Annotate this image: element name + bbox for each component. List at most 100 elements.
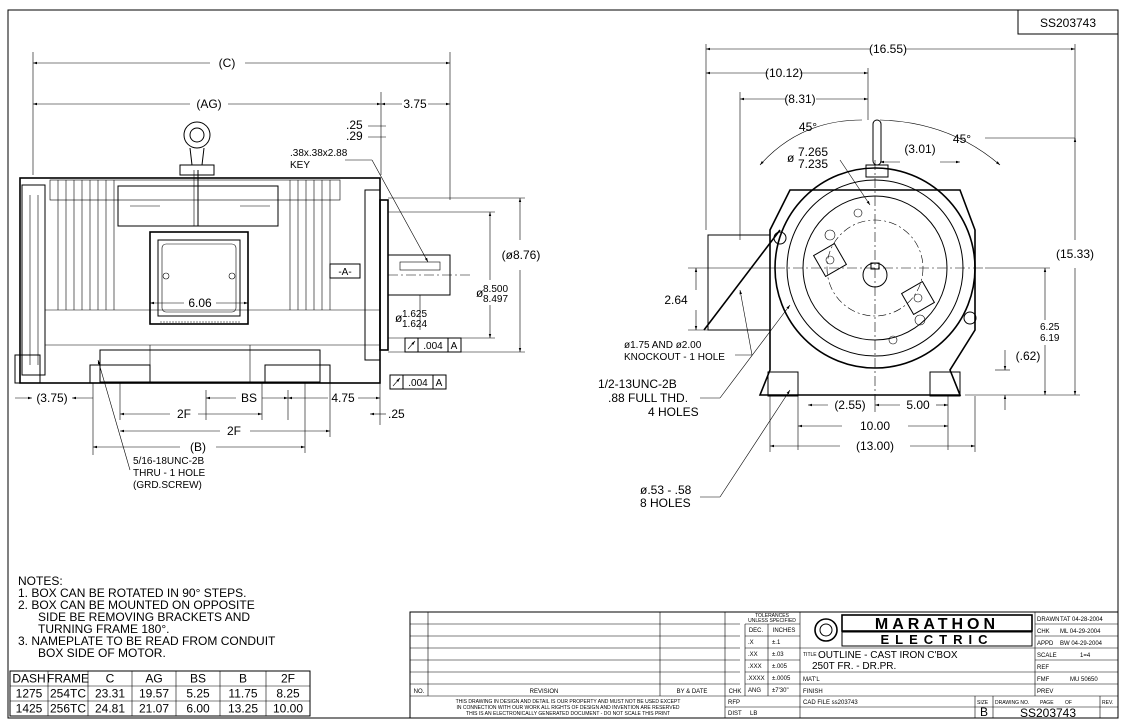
- angle-left: 45°: [799, 120, 817, 134]
- table-cell: 6.00: [186, 702, 210, 716]
- title-label: TITLE: [803, 652, 817, 658]
- grd-note-3: (GRD.SCREW): [133, 480, 202, 491]
- size-label: SIZE: [977, 700, 989, 706]
- tol-row-val: ±7'30": [772, 688, 789, 694]
- table-header-cell: AG: [145, 672, 162, 686]
- end-view: (16.55) (10.12) (8.31) 45° 45° ø 7.265 7…: [598, 42, 1094, 510]
- no-label: NO.: [414, 689, 425, 695]
- dim-0-62: (.62): [1016, 349, 1041, 363]
- drawing-number-box: SS203743: [1017, 9, 1119, 35]
- grd-note-1: 5/16-18UNC-2B: [133, 456, 204, 467]
- table-cell: 21.07: [139, 702, 169, 716]
- fmf-label: FMF: [1037, 677, 1050, 683]
- size-value: B: [980, 705, 988, 719]
- tol-row-val: ±.005: [772, 664, 788, 670]
- tol-row-dec: .X: [748, 640, 754, 646]
- datum-a: -A-: [338, 267, 351, 278]
- bolt-circle-prefix: ø: [787, 151, 795, 165]
- by-date-label: BY & DATE: [677, 689, 708, 695]
- ref-right-label: REF: [1037, 665, 1049, 671]
- dash-table-border: [9, 670, 311, 717]
- tol-head-2: UNLESS SPECIFIED: [748, 618, 796, 624]
- shaft-dia-top: 1.625: [402, 309, 427, 320]
- tol-row-val: ±.03: [772, 652, 784, 658]
- shaft-height-top: 6.25: [1040, 322, 1060, 333]
- dist-value: LB: [750, 711, 757, 717]
- tol-row-val: ±.1: [772, 640, 781, 646]
- dim-3-01: (3.01): [904, 142, 935, 156]
- key-label-1: .38x.38x2.88: [290, 148, 348, 159]
- chk-right-value: ML 04-29-2004: [1060, 629, 1101, 635]
- shaft-dia-bottom: 1.624: [402, 319, 427, 330]
- dim-13-00: (13.00): [856, 439, 894, 453]
- thread-1: 1/2-13UNC-2B: [598, 377, 677, 391]
- tol-row-dec: .XXX: [748, 664, 762, 670]
- table-cell: 13.25: [228, 702, 258, 716]
- tol-2-value: .004: [408, 378, 428, 389]
- tol-1-value: .004: [423, 341, 443, 352]
- note-line: SIDE BE REMOVING BRACKETS AND: [38, 610, 250, 624]
- tol-1-ref: A: [451, 341, 458, 352]
- pilot-dia-top: 8.500: [483, 284, 508, 295]
- chk-label: CHK: [729, 689, 742, 695]
- marathon-logo: MARATHON ELECTRIC: [814, 614, 1033, 647]
- mount-holes-2: 8 HOLES: [640, 496, 691, 510]
- tol-row-dec: .XXXX: [747, 676, 765, 682]
- table-header-cell: B: [239, 672, 247, 686]
- dim-10-00: 10.00: [860, 419, 890, 433]
- tol-head-1: TOLERANCES: [755, 613, 789, 619]
- table-header-cell: DASH: [12, 672, 45, 686]
- note-line: 3. NAMEPLATE TO BE READ FROM CONDUIT: [18, 634, 276, 648]
- dim-6-06: 6.06: [188, 296, 212, 310]
- shaft-height-bottom: 6.19: [1040, 333, 1060, 344]
- dim-ag: (AG): [196, 97, 221, 111]
- rfp-label: RFP: [728, 700, 740, 706]
- dim-2f-a: 2F: [177, 407, 191, 421]
- key-offset-bottom: .29: [346, 129, 363, 143]
- dim-2f-b: 2F: [227, 424, 241, 438]
- table-header-cell: FRAME: [47, 672, 89, 686]
- dim-bs: BS: [241, 391, 257, 405]
- bolt-circle-bottom: 7.235: [798, 157, 828, 171]
- rev-label: REV.: [1102, 700, 1113, 706]
- table-cell: 23.31: [95, 687, 125, 701]
- chk-right-label: CHK: [1037, 629, 1050, 635]
- cad-file: CAD FILE ss203743: [803, 700, 858, 706]
- table-cell: 1275: [16, 687, 43, 701]
- dim-10-12: (10.12): [765, 66, 803, 80]
- knockout-1: ø1.75 AND ø2.00: [624, 340, 702, 351]
- logo-bottom: ELECTRIC: [881, 632, 994, 647]
- table-cell: 254TC: [50, 687, 86, 701]
- scale-label: SCALE: [1037, 653, 1057, 659]
- title-block: NO. REVISION BY & DATE CHK THIS DRAWING …: [409, 611, 1119, 720]
- dec-label: DEC.: [749, 628, 764, 634]
- tolerance-frame-2: .004 A: [389, 374, 447, 390]
- table-header-cell: 2F: [281, 672, 295, 686]
- page-label: PAGE: [1040, 700, 1054, 706]
- tol-row-dec: ANG: [748, 688, 761, 694]
- dim-15-33: (15.33): [1056, 247, 1094, 261]
- disclaimer-2: IN CONNECTION WITH OUR WORK ALL RIGHTS O…: [456, 705, 679, 711]
- note-line: 2. BOX CAN BE MOUNTED ON OPPOSITE: [18, 598, 255, 612]
- thread-2: .88 FULL THD.: [608, 391, 688, 405]
- key-label-2: KEY: [290, 160, 310, 171]
- drawing-no-value: SS203743: [1020, 706, 1076, 720]
- dim-5-00: 5.00: [906, 398, 930, 412]
- note-line: TURNING FRAME 180°.: [38, 622, 169, 636]
- drawn-value: TAT 04-28-2004: [1060, 617, 1103, 623]
- revision-label: REVISION: [530, 689, 559, 695]
- note-line: BOX SIDE OF MOTOR.: [38, 646, 166, 660]
- table-header-cell: BS: [190, 672, 206, 686]
- drawn-label: DRAWN: [1037, 617, 1059, 623]
- logo-top: MARATHON: [875, 616, 999, 633]
- knockout-2: KNOCKOUT - 1 HOLE: [624, 352, 725, 363]
- dim-16-55: (16.55): [869, 42, 907, 56]
- table-cell: 10.00: [273, 702, 303, 716]
- drawing-no-label: DRAWING NO.: [995, 700, 1029, 706]
- note-line: 1. BOX CAN BE ROTATED IN 90° STEPS.: [18, 586, 246, 600]
- disclaimer-3: THIS IS AN ELECTRONICALLY GENERATED DOCU…: [466, 711, 670, 717]
- notes-heading: NOTES:: [18, 574, 63, 588]
